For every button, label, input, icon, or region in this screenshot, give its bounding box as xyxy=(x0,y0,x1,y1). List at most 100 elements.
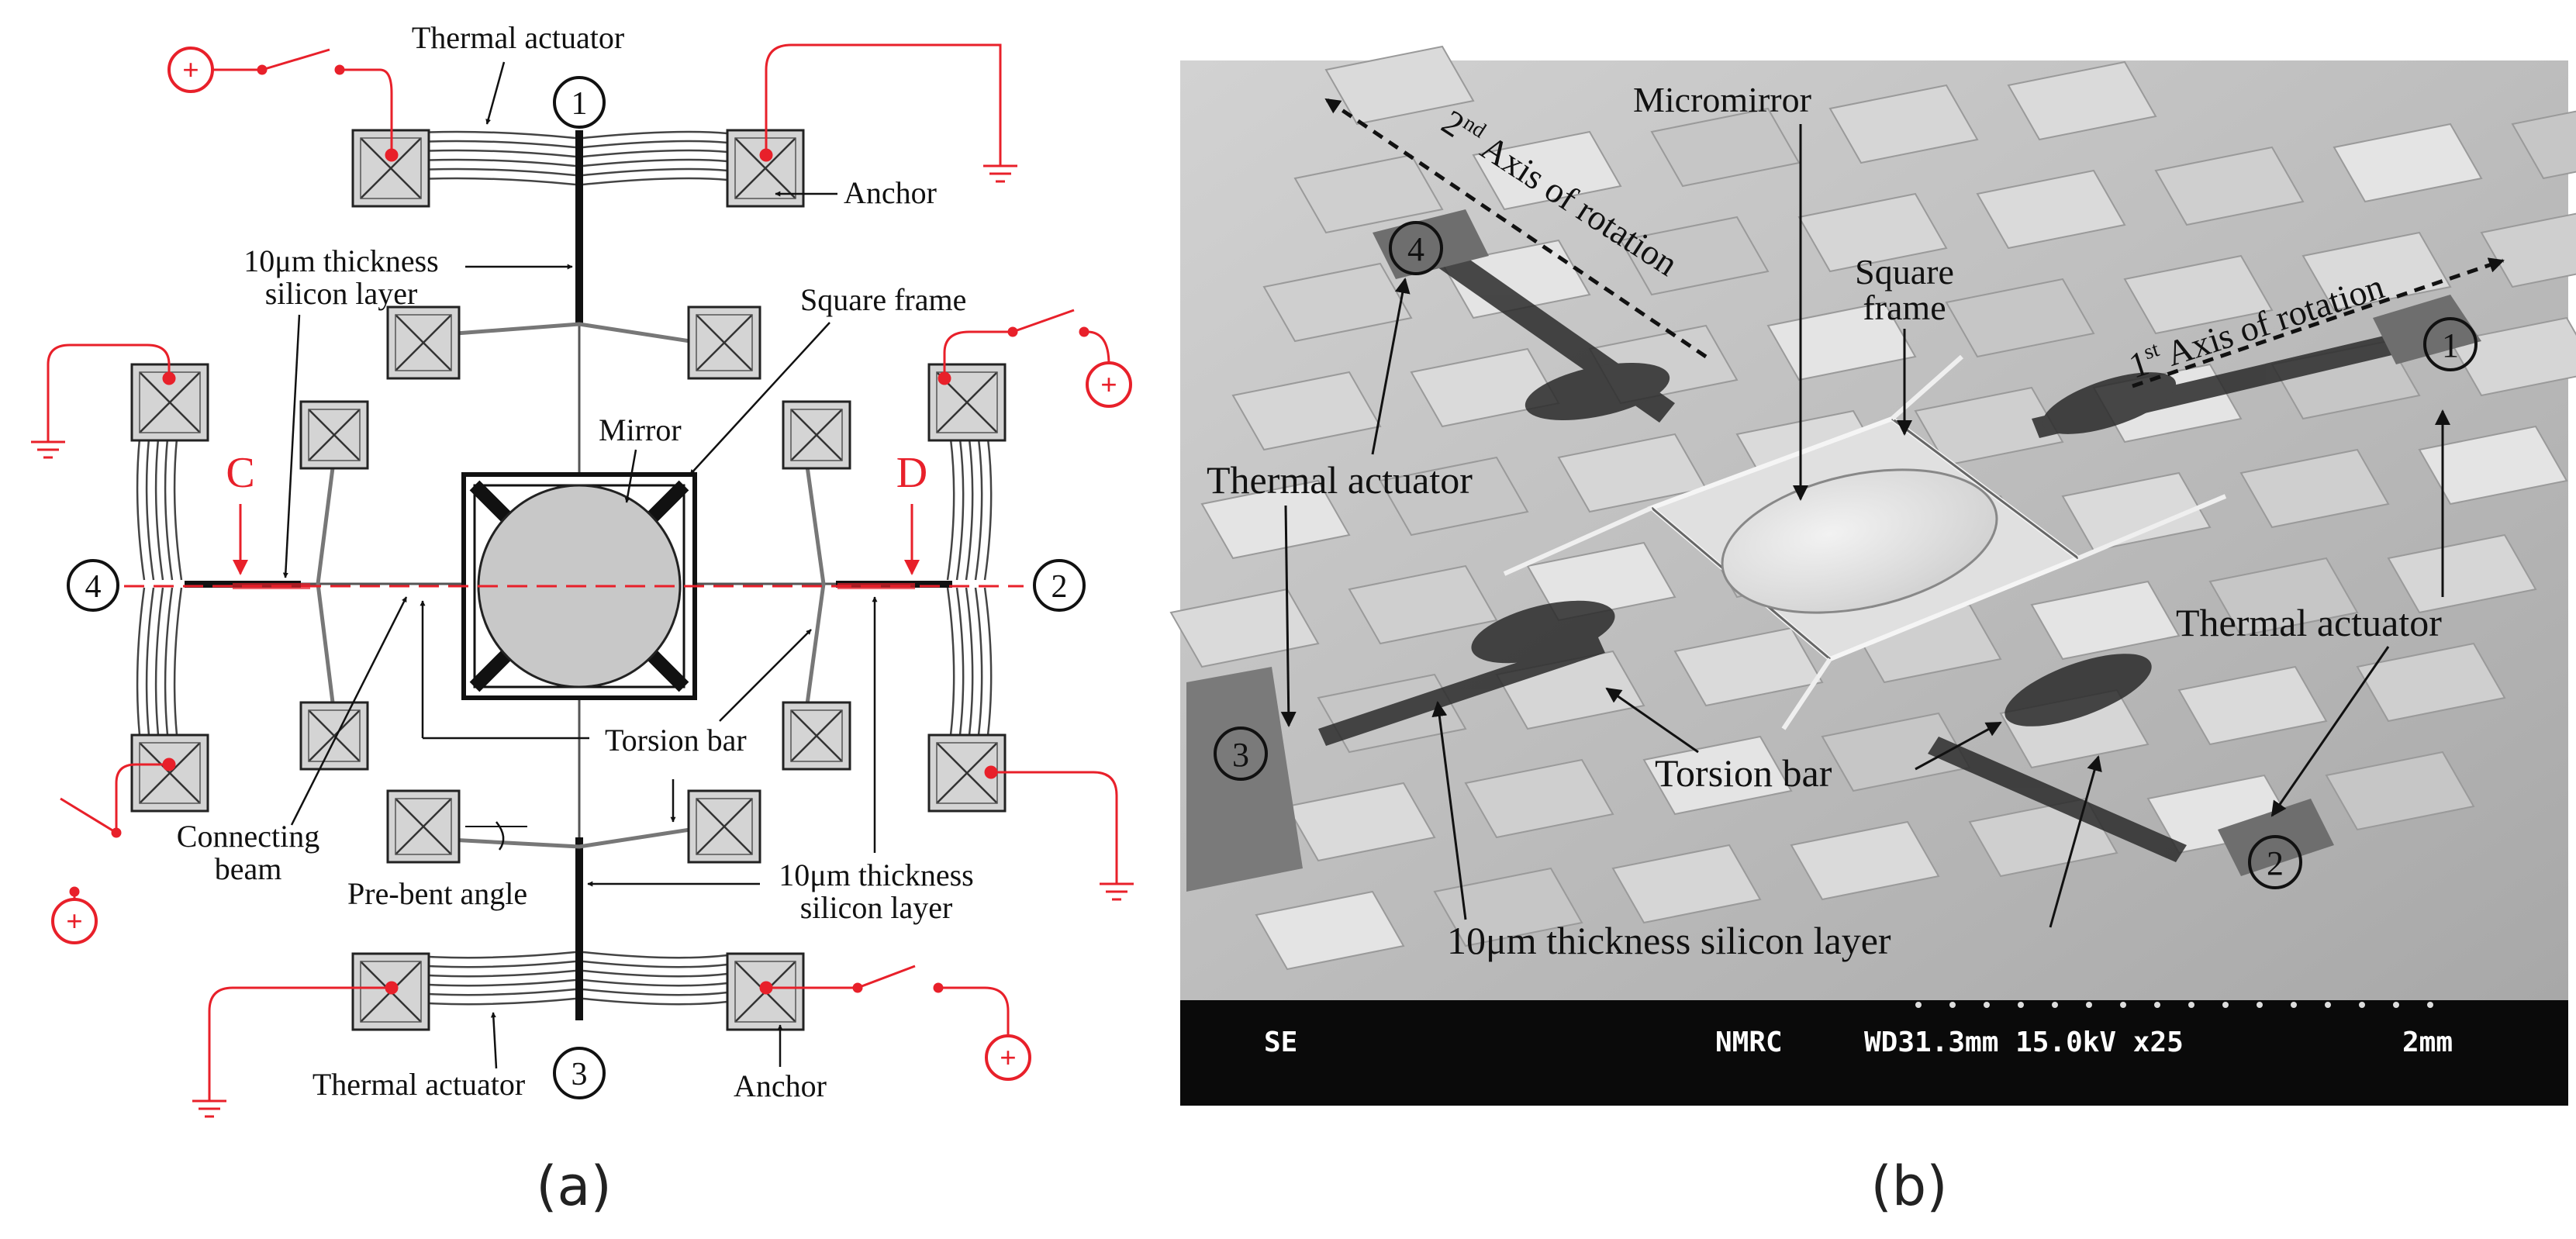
sem-block xyxy=(2123,254,2274,335)
anchors xyxy=(130,129,1007,1031)
sem-scale-label: 2mm xyxy=(2402,1027,2453,1058)
label-mirror: Mirror xyxy=(599,412,682,447)
power-source-top-left: + xyxy=(167,47,214,93)
anchor-box xyxy=(782,400,851,470)
label-thickness-1a: 10μm thickness xyxy=(243,243,438,278)
label-square-frame: Square frame xyxy=(800,282,966,317)
label-thermal-actuator-right: Thermal actuator xyxy=(2176,601,2442,644)
label-connecting-beam-b: beam xyxy=(215,851,282,886)
anchor-box xyxy=(130,733,209,813)
sem-block xyxy=(1766,301,1917,381)
label-thickness-2b: silicon layer xyxy=(800,890,953,925)
anchor-box xyxy=(299,701,369,771)
thermal-actuator-bottom-right xyxy=(582,951,728,1006)
sem-node-1: 1 xyxy=(2423,317,2478,371)
anchor-box xyxy=(386,305,461,380)
panel-a-schematic: 1 2 3 4 xyxy=(31,20,1134,1218)
sem-surface-blocks xyxy=(1169,45,2576,971)
sem-block xyxy=(2030,580,2181,661)
svg-text:4: 4 xyxy=(85,569,102,605)
caption-a: (a) xyxy=(536,1154,612,1218)
power-source-right: + xyxy=(1086,361,1132,408)
label-micromirror: Micromirror xyxy=(1633,80,1811,119)
sem-block xyxy=(1472,130,1622,211)
node-2: 2 xyxy=(1033,559,1086,612)
sem-lab: NMRC xyxy=(1715,1027,1783,1058)
sem-block xyxy=(1650,107,1801,188)
node-3: 3 xyxy=(553,1047,606,1099)
thermal-actuator-left xyxy=(136,438,183,736)
sem-block xyxy=(1619,216,1770,296)
circuit-wiring xyxy=(47,43,1118,1101)
sem-block xyxy=(1441,239,1591,319)
sem-micromirror xyxy=(1721,468,1998,614)
sem-block xyxy=(1433,867,1583,947)
svg-text:3: 3 xyxy=(571,1057,588,1092)
svg-text:2: 2 xyxy=(1051,569,1068,605)
thermal-actuator-right xyxy=(946,438,993,736)
sem-block xyxy=(1464,758,1614,839)
sem-block xyxy=(1348,564,1498,645)
sem-parameters: WD31.3mm 15.0kV x25 xyxy=(1864,1027,2184,1058)
sem-block xyxy=(2061,471,2212,552)
label-torsion-bar-b: Torsion bar xyxy=(1655,751,1832,795)
label-square-frame-b-a: Square xyxy=(1855,252,1954,292)
label-prebent-angle: Pre-bent angle xyxy=(347,876,527,911)
label-thermal-actuator-left: Thermal actuator xyxy=(1207,458,1473,502)
sem-block xyxy=(1797,192,1948,273)
sem-scale-dots xyxy=(1915,1002,2433,1008)
sem-block xyxy=(2325,751,2475,831)
svg-text:+: + xyxy=(66,906,83,938)
sem-info-bar xyxy=(1180,1000,2568,1106)
panel-b-sem-image: SE NMRC WD31.3mm 15.0kV x25 2mm 2nd Axis… xyxy=(1169,45,2576,1218)
anchor-box xyxy=(687,789,761,864)
torsion-bars xyxy=(316,322,826,849)
svg-text:+: + xyxy=(182,54,199,87)
sem-block xyxy=(1611,844,1762,924)
label-thickness-2a: 10μm thickness xyxy=(779,858,973,892)
sem-block xyxy=(2449,316,2576,397)
anchor-box xyxy=(726,952,805,1031)
sem-block xyxy=(1255,890,1405,971)
sem-block xyxy=(1286,782,1436,862)
anchor-box xyxy=(782,701,851,771)
sem-trenches xyxy=(1318,240,2435,862)
label-thickness-b: 10μm thickness silicon layer xyxy=(1447,919,1891,962)
sem-block xyxy=(2418,425,2568,506)
sem-node-2: 2 xyxy=(2248,835,2302,889)
sem-block xyxy=(1293,154,1444,234)
sem-node-3: 3 xyxy=(1214,726,1268,781)
sem-block xyxy=(2154,146,2305,226)
caption-b: (b) xyxy=(1870,1154,1947,1218)
sem-block xyxy=(2208,557,2359,637)
sem-block xyxy=(1169,588,1320,668)
svg-text:3: 3 xyxy=(1232,736,1249,774)
sem-block xyxy=(1976,169,2126,250)
anchor-box xyxy=(386,789,461,864)
svg-text:+: + xyxy=(1000,1042,1017,1075)
label-anchor-top: Anchor xyxy=(844,175,937,210)
svg-text:4: 4 xyxy=(1407,230,1424,268)
sem-block xyxy=(1379,456,1529,537)
sem-block xyxy=(1673,626,1824,707)
sem-block xyxy=(2387,533,2537,614)
svg-text:1: 1 xyxy=(2442,326,2459,364)
label-thickness-1b: silicon layer xyxy=(265,276,418,311)
label-connecting-beam-a: Connecting xyxy=(177,819,319,854)
sem-block xyxy=(1945,278,2095,358)
sem-block xyxy=(1526,541,1676,622)
svg-text:1: 1 xyxy=(571,86,588,122)
label-d: D xyxy=(896,449,927,497)
svg-text:+: + xyxy=(1100,369,1117,402)
sem-node-4: 4 xyxy=(1389,221,1443,275)
label-anchor-bottom: Anchor xyxy=(734,1068,827,1103)
sem-block xyxy=(2239,448,2390,529)
sem-block xyxy=(2007,60,2157,141)
label-thermal-actuator-top: Thermal actuator xyxy=(412,20,624,55)
sem-block xyxy=(1324,45,1475,126)
node-4: 4 xyxy=(67,559,119,612)
sem-block xyxy=(1262,262,1413,343)
sem-block xyxy=(1828,84,1979,164)
svg-text:2: 2 xyxy=(2267,844,2284,882)
